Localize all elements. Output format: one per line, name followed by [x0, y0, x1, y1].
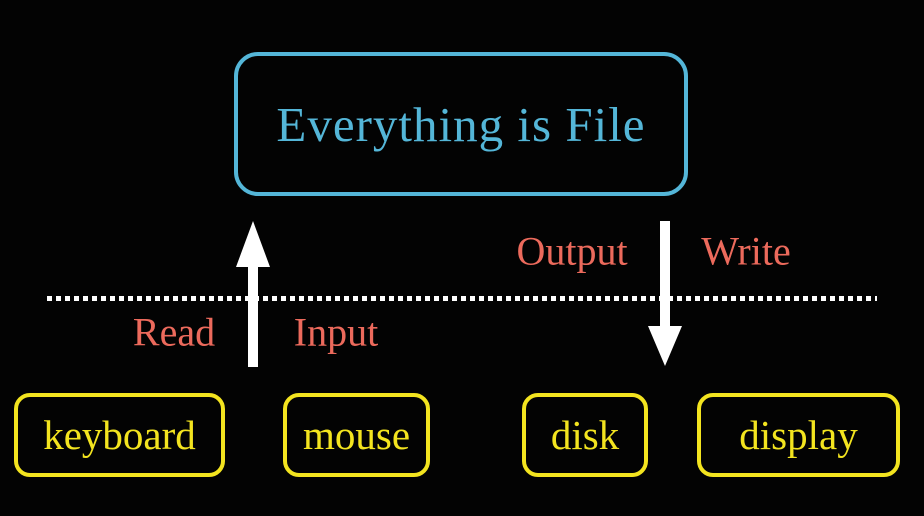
device-label-disk: disk: [550, 412, 620, 458]
device-box-display: display: [697, 393, 900, 477]
write-label: Write: [701, 228, 791, 274]
dotted-divider-line: [47, 296, 877, 301]
output-label: Output: [516, 228, 628, 274]
device-label-display: display: [739, 412, 858, 458]
down-arrow-icon: [648, 221, 682, 366]
device-box-keyboard: keyboard: [14, 393, 225, 477]
device-box-disk: disk: [522, 393, 648, 477]
device-box-mouse: mouse: [283, 393, 430, 477]
read-label: Read: [132, 309, 216, 355]
input-label: Input: [293, 309, 379, 355]
up-arrow-icon: [236, 221, 270, 367]
device-label-keyboard: keyboard: [43, 412, 196, 458]
diagram-title: Everything is File: [276, 96, 646, 152]
device-label-mouse: mouse: [302, 412, 411, 458]
title-box: Everything is File: [234, 52, 688, 196]
